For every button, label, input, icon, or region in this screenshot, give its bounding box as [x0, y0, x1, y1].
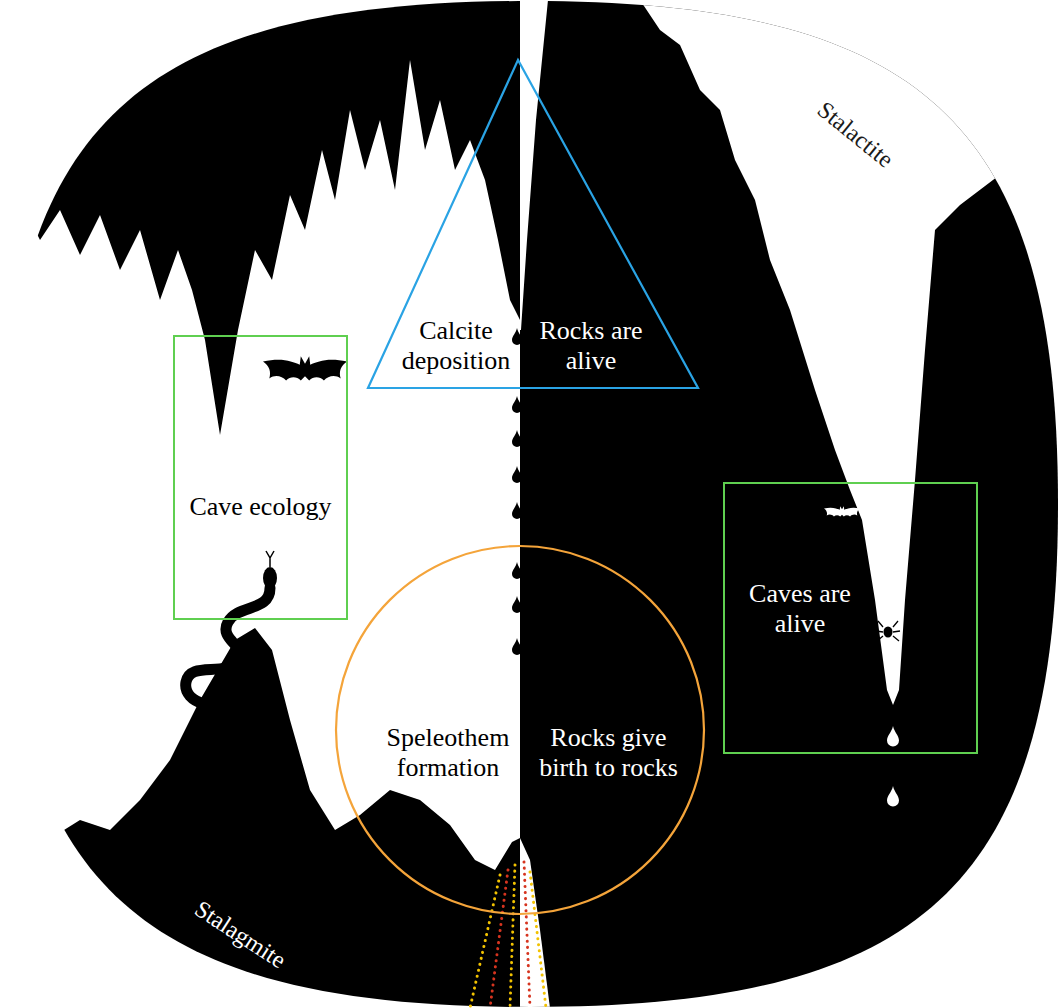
node-text: Rocks give birth to rocks	[526, 723, 691, 783]
node-text: Speleothem formation	[383, 723, 513, 783]
triangle-callout: Calcite depositionRocks are alive	[366, 58, 700, 392]
bat-icon	[824, 506, 860, 516]
green-box: Cave ecology	[173, 335, 348, 620]
spider-legs	[876, 621, 900, 641]
dotted-trace	[524, 862, 530, 1008]
snake-tongue	[266, 551, 274, 567]
dotted-trace	[490, 870, 508, 1008]
water-drop	[512, 562, 522, 579]
node-text: Rocks are alive	[526, 316, 656, 376]
water-drop	[512, 638, 522, 655]
stalactite-ceiling	[0, 0, 520, 435]
cave-opening	[640, 0, 1059, 705]
spider-body	[884, 627, 893, 638]
dotted-trace	[470, 875, 500, 1008]
right-rock	[520, 0, 1059, 1008]
water-drop	[512, 430, 522, 447]
node-text: Caves are alive	[733, 579, 867, 639]
snake-body	[186, 588, 270, 716]
circle-callout: Speleothem formationRocks give birth to …	[335, 545, 705, 915]
water-drop	[512, 502, 522, 519]
part-label: Stalactite	[812, 96, 899, 174]
node-text: Cave ecology	[175, 492, 346, 522]
spider-icon	[876, 621, 900, 641]
cave-sliver-top	[520, 0, 548, 330]
node-text: Calcite deposition	[398, 316, 514, 376]
part-label: Stalagmite	[189, 895, 290, 974]
dotted-trace	[510, 865, 515, 1008]
green-box: Caves are alive	[723, 482, 978, 754]
triangle-callout-outline	[366, 58, 700, 392]
triangle-outline	[368, 60, 698, 388]
cave-sliver-bottom	[520, 838, 550, 1008]
water-drop	[512, 596, 522, 613]
circle-outline	[336, 546, 704, 914]
water-drop	[512, 328, 522, 345]
bat-icon	[263, 356, 347, 380]
stalagmite-floor	[0, 628, 520, 1008]
water-drop	[887, 726, 899, 746]
snake-head	[263, 567, 277, 589]
snake-icon	[186, 551, 277, 716]
dotted-trace	[530, 872, 546, 1008]
water-drop	[512, 396, 522, 413]
water-drop	[887, 786, 899, 806]
water-drop	[512, 466, 522, 483]
